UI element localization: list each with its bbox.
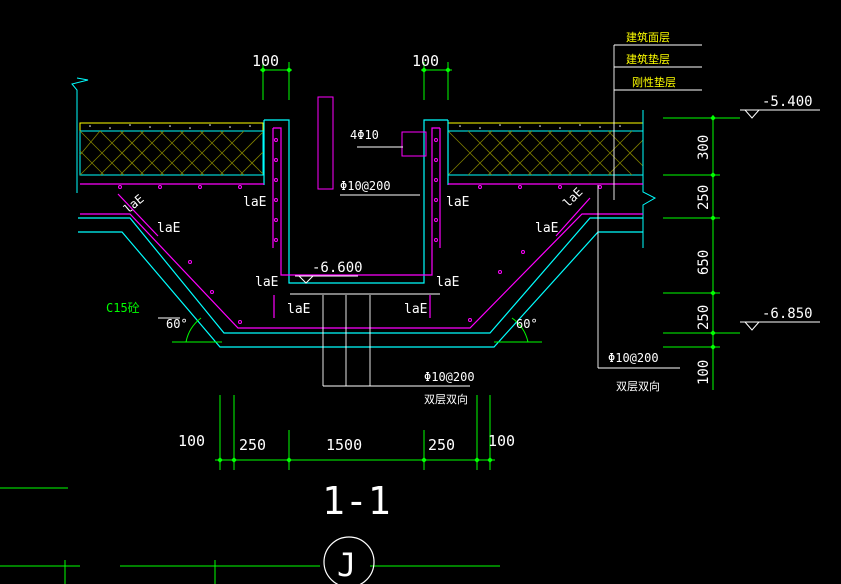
bottom-dim-250-left: 250 [239,436,266,454]
layer-note-middle: 建筑垫层 [626,52,670,66]
left-break-symbol [71,77,89,193]
section-title: 1-1 [322,479,391,523]
lae-label: laE [560,185,585,210]
left-floor-layers [79,122,264,176]
junction-box [401,131,427,157]
layer-note-bottom: 刚性垫层 [632,75,676,89]
bottom-dim-250-right: 250 [428,436,455,454]
lae-label: laE [243,195,266,210]
right-dim-250-upper: 250 [696,185,712,210]
right-dim-250-lower: 250 [696,305,712,330]
elevation-top: -5.400 [762,94,813,110]
right-dim-650: 650 [696,250,712,275]
right-break-symbol [642,110,657,248]
elevation-slab-bottom: -6.850 [762,306,813,322]
rebar-bottom-label: Φ10@200 [424,370,475,384]
rebar-right-note: 双层双向 [616,379,660,393]
leader-lines [158,146,680,387]
rebar-bottom-note: 双层双向 [424,392,468,406]
angle-right: 60° [516,317,538,331]
dimension-ticks [217,67,716,463]
bottom-dim-1500: 1500 [326,436,362,454]
lae-label: laE [157,221,180,236]
lae-label: laE [255,275,278,290]
pit-concrete-outline [78,119,643,348]
lae-label: laE [121,192,147,217]
concrete-note: C15砼 [106,301,140,315]
pit-rebar [80,127,643,329]
lae-label: laE [446,195,469,210]
elevation-markers [295,109,820,331]
sump-pipe [317,96,334,190]
axis-bubble [323,536,375,584]
lae-label: laE [404,302,427,317]
lae-label: laE [287,302,310,317]
rebar-right-label: Φ10@200 [608,351,659,365]
angle-left: 60° [166,317,188,331]
layer-note-leaders [613,44,702,200]
elevation-pit-bottom: -6.600 [312,260,363,276]
bottom-dim-100-right: 100 [488,432,515,450]
top-dim-left: 100 [252,52,279,70]
rebar-main-label: 4Φ10 [350,128,379,142]
lae-label: laE [535,221,558,236]
right-dim-300: 300 [696,135,712,160]
lae-label: laE [436,275,459,290]
right-dim-100: 100 [696,360,712,385]
layer-note-top: 建筑面层 [626,30,670,44]
rebar-dots [118,138,602,324]
bottom-dim-100-left: 100 [178,432,205,450]
axis-label: J [337,546,356,584]
top-dim-right: 100 [412,52,439,70]
rebar-stirrup-label: Φ10@200 [340,179,391,193]
